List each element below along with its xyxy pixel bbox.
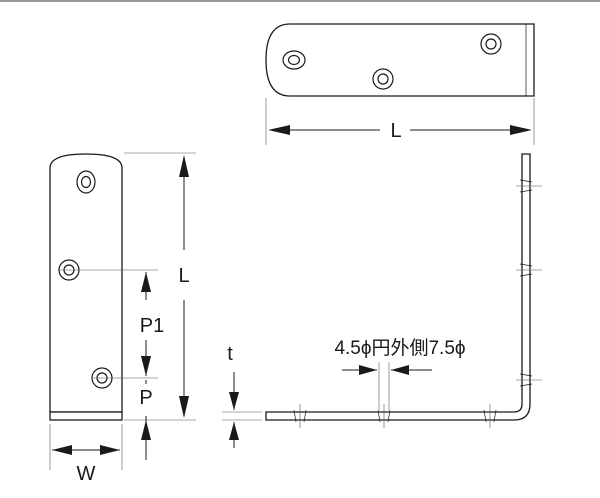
top-hole-middle [372,68,394,90]
side-view: 4.5ϕ円外側7.5ϕ t [222,153,542,448]
pitch1-label: P1 [140,315,164,337]
front-view: L P1 P W [49,152,196,485]
top-view: L [265,23,535,145]
front-plate-flange [49,411,123,421]
top-hole-right [480,33,502,55]
front-hole-top [76,170,96,194]
angle-horizontal-hole-marks [293,404,497,428]
angle-profile [265,153,531,421]
front-plate-outline [49,153,123,413]
hole-spec-label: 4.5ϕ円外側7.5ϕ [334,337,465,359]
angle-vertical-hole-marks [516,179,542,387]
top-length-label: L [390,120,401,142]
width-label: W [77,463,96,485]
top-hole-left [282,50,306,70]
side-length-label: L [178,265,189,287]
pitch-label: P [139,387,152,409]
top-plate-outline [265,23,535,97]
thickness-label: t [227,343,233,365]
